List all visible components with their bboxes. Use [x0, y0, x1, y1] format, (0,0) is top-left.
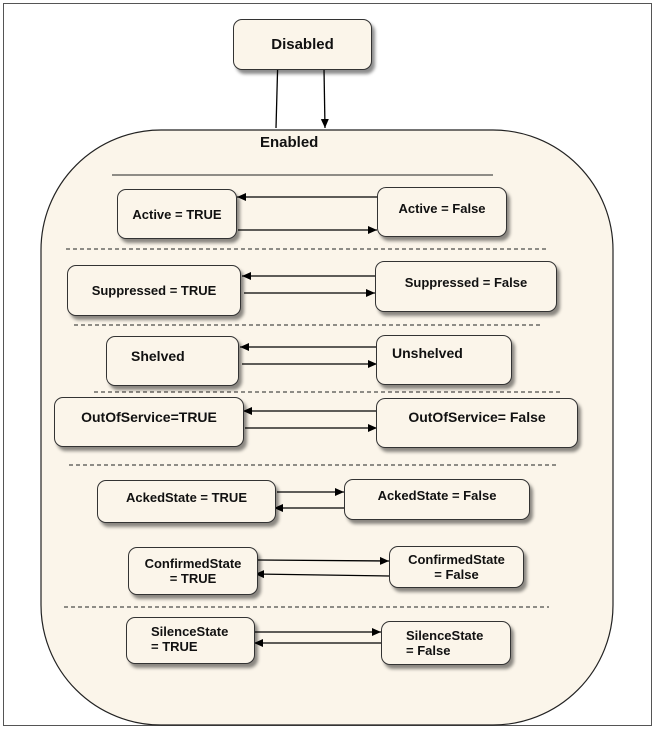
state-acked-true: AckedState = TRUE: [97, 480, 276, 523]
state-disabled: Disabled: [233, 19, 372, 70]
state-suppressed-true: Suppressed = TRUE: [67, 265, 241, 316]
state-outofservice-false: OutOfService= False: [376, 398, 578, 448]
state-suppressed-false: Suppressed = False: [375, 261, 557, 312]
state-confirmed-false: ConfirmedState = False: [389, 546, 524, 588]
arrow-confirmed-to-true: [254, 570, 390, 579]
state-unshelved: Unshelved: [376, 335, 512, 385]
enabled-label: Enabled: [260, 134, 319, 151]
state-silence-false: SilenceState = False: [381, 621, 511, 665]
state-shelved: Shelved: [106, 336, 239, 386]
arrow-disable: [320, 68, 329, 129]
state-active-true: Active = TRUE: [117, 189, 237, 239]
state-silence-true: SilenceState = TRUE: [126, 617, 255, 664]
state-active-false: Active = False: [377, 187, 507, 237]
state-confirmed-true: ConfirmedState = TRUE: [128, 547, 258, 595]
arrow-confirmed-to-false: [257, 556, 390, 565]
state-outofservice-true: OutOfService=TRUE: [54, 397, 244, 447]
state-acked-false: AckedState = False: [344, 479, 530, 520]
